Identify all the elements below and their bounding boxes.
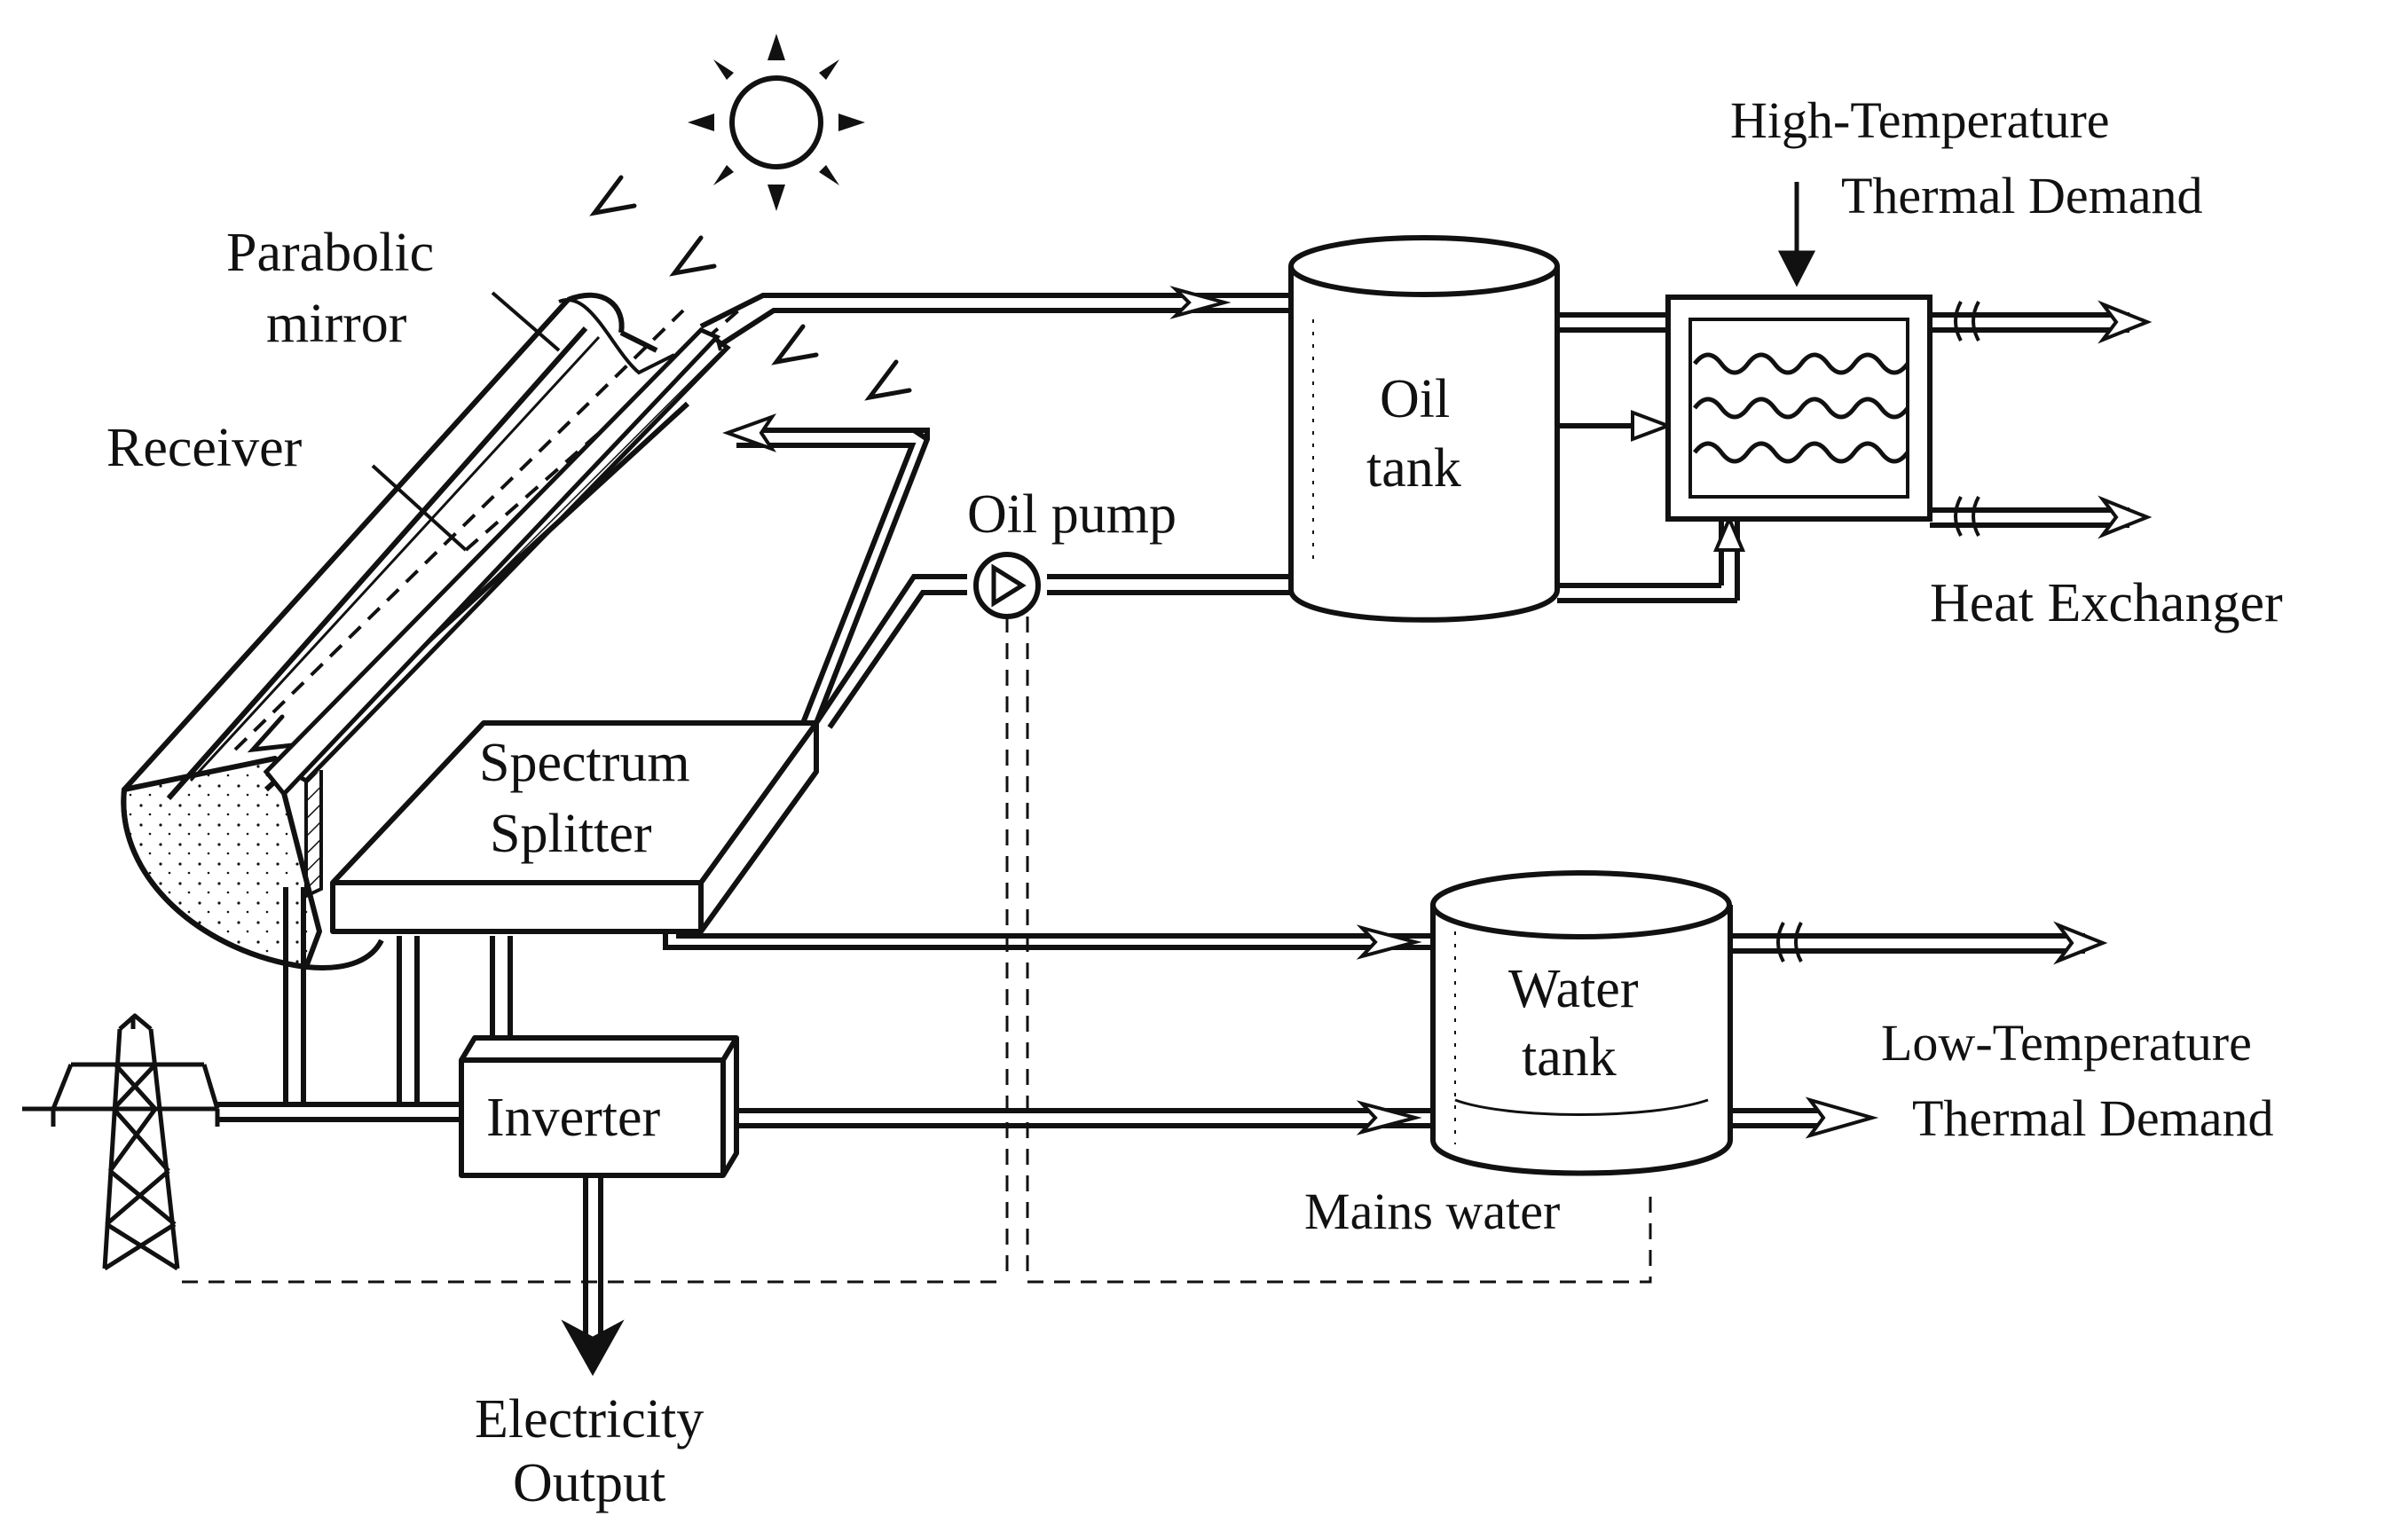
oil-pump-icon [973,552,1041,619]
label-low-temp-1: Low-Temperature [1881,1014,2252,1072]
water-output-bottom [1730,1108,1828,1128]
hx-output-arrow-top [2098,300,2153,344]
label-water-tank-2: tank [1522,1027,1617,1088]
water-output-arrow-top [2053,921,2108,965]
label-oil-tank-1: Oil [1380,369,1450,429]
flow-arrow-hx-bottom [1712,514,1746,552]
label-water-tank-1: Water [1508,959,1639,1019]
label-spectrum-splitter-2: Splitter [490,804,652,864]
water-output-arrow-bottom [1805,1096,1879,1139]
water-tank [1430,870,1733,1176]
high-temp-demand-arrow [1777,182,1816,287]
hx-output-arrow-bottom [2098,495,2153,539]
label-electricity-1: Electricity [475,1389,704,1450]
label-oil-pump: Oil pump [967,484,1177,545]
oil-tank [1288,235,1560,623]
control-lines [182,617,1652,1284]
heat-exchanger-box [1665,295,1932,522]
inverter-water-pipe [736,1108,1433,1128]
heat-exchanger-pipes [1557,312,1740,603]
flow-arrow-water-top [1356,924,1422,960]
flow-arrow-return [722,413,777,452]
label-low-temp-2: Thermal Demand [1912,1089,2273,1147]
label-high-temp-2: Thermal Demand [1841,167,2202,224]
support-posts [283,887,513,1104]
electricity-output-arrow [561,1175,625,1377]
label-parabolic-mirror-2: mirror [266,294,407,354]
label-spectrum-splitter-1: Spectrum [479,733,690,793]
oil-return-pipe [736,428,930,725]
flow-arrow-water-bottom [1356,1100,1422,1135]
hx-output-lines [1930,301,2129,537]
grid-line [217,1102,461,1122]
splitter-water-pipe [663,931,1433,950]
spectrum-splitter-box [330,720,819,934]
inverter-box [459,1035,739,1178]
flow-arrow-hx-mid [1631,410,1673,442]
flow-arrow-top [1169,286,1232,319]
oil-supply-pipe [699,293,1295,349]
sun-icon [688,34,865,211]
label-inverter: Inverter [486,1088,661,1148]
label-receiver: Receiver [106,418,303,478]
label-mains-water: Mains water [1304,1182,1560,1240]
transmission-tower-icon [22,1013,220,1271]
label-heat-exchanger: Heat Exchanger [1930,573,2283,633]
label-high-temp-1: High-Temperature [1730,91,2110,149]
receiver-tube [263,327,731,900]
label-electricity-2: Output [513,1453,665,1513]
sun-ray-icons [247,175,912,753]
label-parabolic-mirror-1: Parabolic [226,223,434,283]
leader-lines [371,291,675,552]
parabolic-trough [121,292,745,970]
pump-line-pipe [814,574,1295,729]
water-output-top [1730,922,2085,962]
label-oil-tank-2: tank [1366,438,1461,499]
